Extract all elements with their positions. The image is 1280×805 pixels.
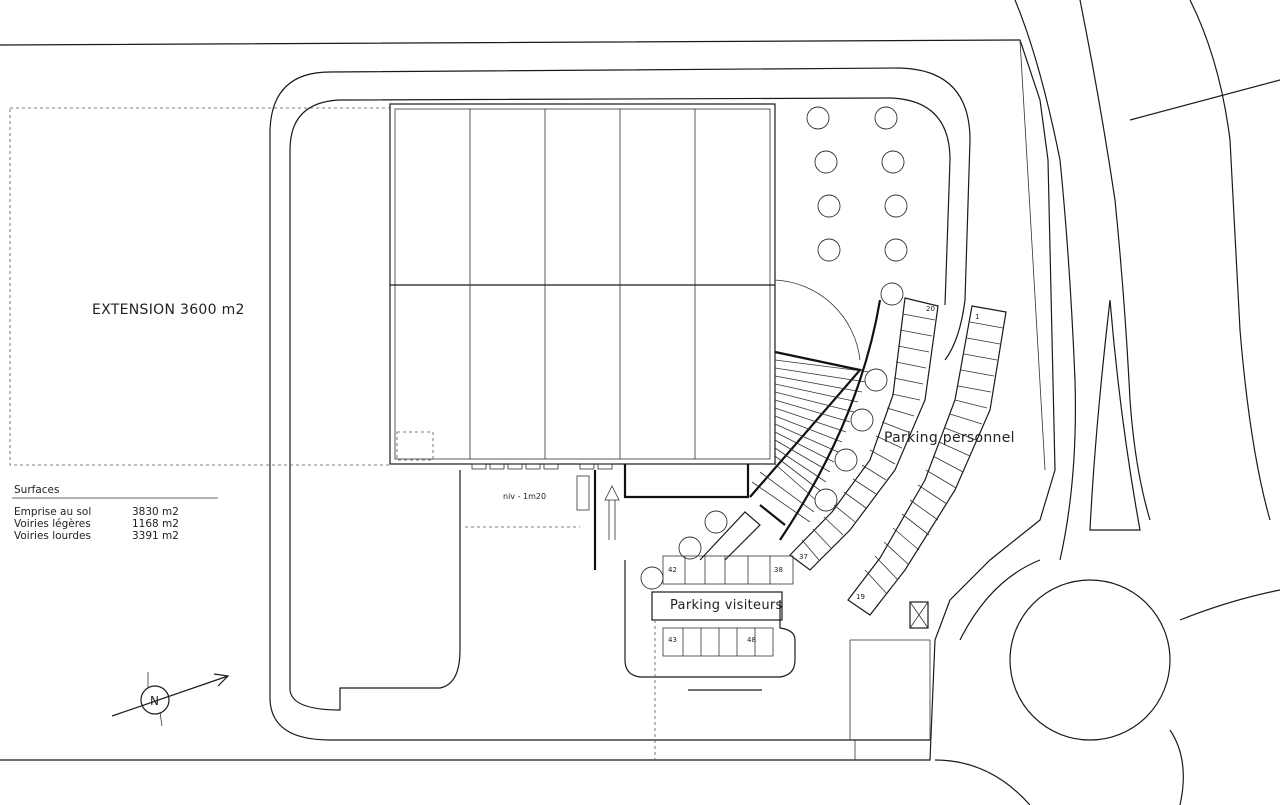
north-letter: N — [150, 694, 159, 708]
surface-label: Emprise au sol — [14, 506, 92, 518]
parking-number: 20 — [926, 305, 935, 313]
parking-personnel-inner — [789, 297, 939, 571]
surface-row: Emprise au sol 3830 m2 — [14, 506, 179, 518]
surfaces-legend: Surfaces Emprise au sol 3830 m2 Voiries … — [14, 484, 179, 542]
north-arrow-icon — [12, 497, 230, 727]
roundabout — [1009, 579, 1171, 741]
parking-number: 43 — [668, 636, 677, 644]
surface-row: Voiries lourdes 3391 m2 — [14, 530, 179, 542]
parking-number: 48 — [747, 636, 756, 644]
surface-value: 3830 m2 — [132, 506, 179, 518]
parking-number: 1 — [975, 313, 980, 321]
parking-number: 19 — [856, 593, 865, 601]
gate-post — [909, 601, 929, 629]
parking-number: 37 — [799, 553, 808, 561]
surface-value: 3391 m2 — [132, 530, 179, 542]
extension-area — [9, 107, 391, 466]
parking-number: 42 — [668, 566, 677, 574]
surface-value: 1168 m2 — [132, 518, 179, 530]
access-arrow-icon — [604, 485, 620, 540]
extension-label: EXTENSION 3600 m2 — [92, 302, 245, 318]
surface-row: Voiries légères 1168 m2 — [14, 518, 179, 530]
trees — [640, 106, 908, 590]
surfaces-title: Surfaces — [14, 484, 60, 496]
parking-personnel-outer — [847, 305, 1007, 616]
loading-docks — [471, 463, 613, 470]
surface-label: Voiries légères — [14, 518, 91, 530]
office-annex — [623, 464, 750, 499]
parking-personnel-label: Parking personnel — [884, 430, 1015, 446]
property-boundary — [0, 39, 1056, 761]
surface-label: Voiries lourdes — [14, 530, 91, 542]
parking-visiteurs-label: Parking visiteurs — [670, 598, 783, 613]
level-label: niv - 1m20 — [503, 492, 547, 501]
parking-visiteurs — [624, 560, 796, 678]
main-building — [389, 103, 776, 465]
parking-number: 38 — [774, 566, 783, 574]
access-road — [329, 67, 971, 361]
